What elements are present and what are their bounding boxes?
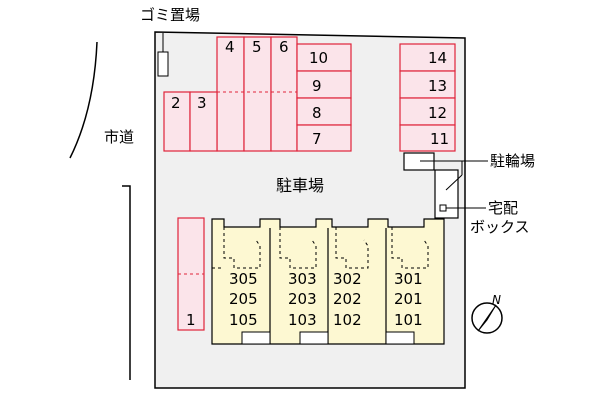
bicycle-label: 駐輪場 [490, 152, 535, 170]
parking-7: 7 [312, 130, 322, 148]
unit-301: 301 [394, 270, 423, 288]
parking-14: 14 [428, 49, 447, 67]
building [211, 218, 445, 345]
parking-8: 8 [312, 104, 322, 122]
road-edge-left [69, 41, 98, 159]
parking-11: 11 [430, 130, 449, 148]
parking-lot-label: 駐車場 [276, 176, 324, 195]
unit-202: 202 [333, 290, 362, 308]
unit-102: 102 [333, 311, 362, 329]
parking-12: 12 [428, 104, 447, 122]
parking-13: 13 [428, 77, 447, 95]
parking-3: 3 [197, 94, 207, 112]
unit-103: 103 [288, 311, 317, 329]
delivery-label-2: ボックス [470, 218, 530, 236]
unit-201: 201 [394, 290, 423, 308]
bicycle-leader-line-2 [445, 174, 463, 191]
delivery-box [439, 204, 447, 212]
parking-block-center-right [296, 43, 352, 152]
parking-9: 9 [312, 77, 322, 95]
parking-5: 5 [252, 38, 262, 56]
parking-block-far-right [399, 43, 456, 152]
city-road-label: 市道 [104, 128, 134, 146]
parking-block-single [177, 217, 205, 331]
unit-105: 105 [229, 311, 258, 329]
unit-205: 205 [229, 290, 258, 308]
unit-302: 302 [333, 270, 362, 288]
north-compass-icon [471, 302, 503, 334]
garbage-station [157, 51, 169, 77]
parking-4: 4 [225, 38, 235, 56]
parking-10: 10 [309, 49, 328, 67]
unit-101: 101 [394, 311, 423, 329]
parking-2: 2 [171, 94, 181, 112]
parking-block-top [216, 36, 298, 152]
north-label: N [492, 293, 501, 307]
unit-303: 303 [288, 270, 317, 288]
parking-6: 6 [279, 38, 289, 56]
unit-203: 203 [288, 290, 317, 308]
delivery-label-1: 宅配 [488, 199, 518, 217]
parking-block-left [163, 91, 218, 152]
road-edge-right [122, 185, 131, 380]
parking-1: 1 [186, 311, 196, 329]
garbage-label: ゴミ置場 [140, 6, 200, 24]
unit-305: 305 [229, 270, 258, 288]
